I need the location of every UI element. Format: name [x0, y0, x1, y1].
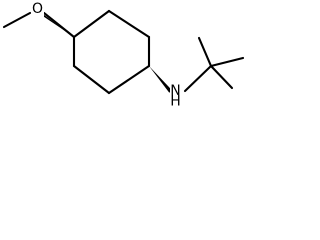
nitrogen-label-mask [170, 84, 181, 99]
nitrogen-atom-label: N [170, 83, 180, 99]
oxygen-atom-label: O [32, 1, 43, 17]
hydrogen-label-mask [170, 98, 181, 108]
oxygen-label-mask [31, 1, 44, 17]
wedge-bond-oxygen-carbon [40, 12, 74, 37]
wedge-bond-ring-nitrogen [149, 66, 172, 93]
bond-methyl-oxygen [2, 11, 32, 29]
bond-tbutyl-methyl-top [197, 36, 213, 68]
hydrogen-atom-label: H [170, 94, 181, 109]
bond-oxygen-ring [42, 11, 76, 39]
bond-nitrogen-tbutyl [183, 64, 213, 93]
bond-tbutyl-methyl-bottom [209, 64, 234, 90]
molecule-structure: O N H [2, 1, 245, 109]
bond-ring-5 [72, 64, 111, 95]
bond-ring-4 [107, 64, 151, 95]
bond-ring-1 [72, 9, 111, 39]
bond-tbutyl-methyl-right [209, 56, 245, 68]
bond-ring-2 [107, 9, 151, 39]
